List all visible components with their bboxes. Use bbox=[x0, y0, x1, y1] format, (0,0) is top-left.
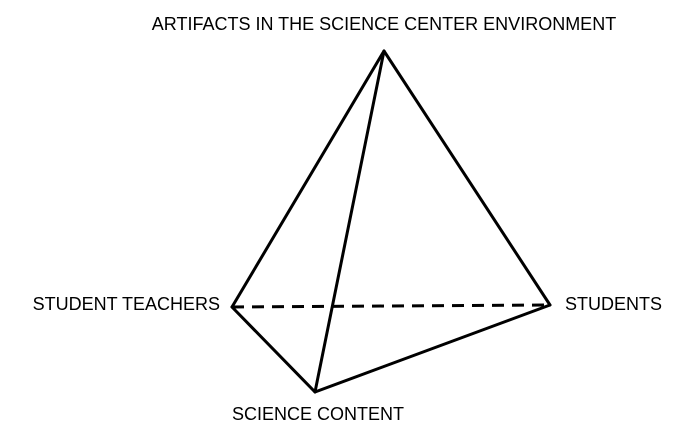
edge-artifacts-students bbox=[382, 49, 552, 307]
label-science-content: SCIENCE CONTENT bbox=[232, 404, 404, 424]
edge-artifacts-science-content bbox=[313, 49, 386, 394]
label-students: STUDENTS bbox=[565, 294, 662, 314]
label-artifacts: ARTIFACTS IN THE SCIENCE CENTER ENVIRONM… bbox=[152, 14, 616, 34]
edge-student-teachers-science-content bbox=[230, 305, 317, 394]
label-student-teachers: STUDENT TEACHERS bbox=[33, 294, 220, 314]
edge-artifacts-student-teachers bbox=[230, 49, 386, 309]
edge-science-content-students bbox=[313, 303, 552, 394]
edge-student-teachers-students bbox=[231, 303, 551, 309]
